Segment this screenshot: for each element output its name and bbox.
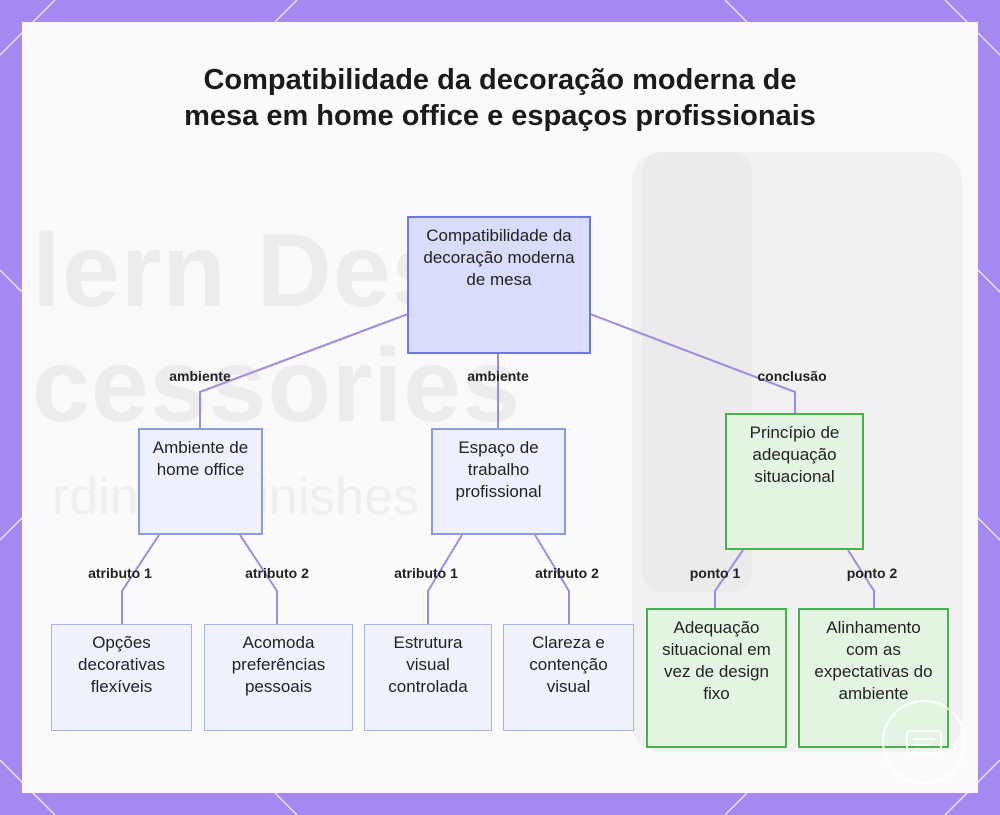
edge-root-principle: [590, 314, 795, 413]
node-home-office[interactable]: Ambiente de home office: [138, 428, 263, 535]
diagram-card: lern Desk cessories rdinary Finishes Com…: [22, 22, 978, 793]
node-principle-point-1-label: Adequação situacional em vez de design f…: [662, 617, 771, 705]
node-professional-workspace-label: Espaço de trabalho profissional: [445, 437, 552, 503]
edge-label-root-principle: conclusão: [757, 368, 826, 384]
edge-label-work-a1: atributo 1: [394, 565, 458, 581]
node-principle-point-1[interactable]: Adequação situacional em vez de design f…: [646, 608, 787, 748]
node-home-office-label: Ambiente de home office: [152, 437, 249, 481]
node-root-label: Compatibilidade da decoração moderna de …: [423, 225, 575, 291]
node-root[interactable]: Compatibilidade da decoração moderna de …: [407, 216, 591, 354]
node-home-attribute-2[interactable]: Acomoda preferências pessoais: [204, 624, 353, 731]
node-principle[interactable]: Princípio de adequação situacional: [725, 413, 864, 550]
node-principle-label: Princípio de adequação situacional: [743, 422, 846, 488]
edge-label-root-work: ambiente: [467, 368, 528, 384]
node-home-attribute-2-label: Acomoda preferências pessoais: [217, 632, 340, 698]
edge-label-home-a2: atributo 2: [245, 565, 309, 581]
edge-label-root-home: ambiente: [169, 368, 230, 384]
node-work-attribute-1-label: Estrutura visual controlada: [379, 632, 477, 698]
node-work-attribute-2-label: Clareza e contenção visual: [516, 632, 621, 698]
edge-label-work-a2: atributo 2: [535, 565, 599, 581]
edge-root-home: [200, 314, 408, 428]
node-principle-point-2-label: Alinhamento com as expectativas do ambie…: [814, 617, 933, 705]
edge-label-principle-p2: ponto 2: [847, 565, 898, 581]
node-home-attribute-1-label: Opções decorativas flexíveis: [64, 632, 179, 698]
node-professional-workspace[interactable]: Espaço de trabalho profissional: [431, 428, 566, 535]
node-work-attribute-2[interactable]: Clareza e contenção visual: [503, 624, 634, 731]
node-home-attribute-1[interactable]: Opções decorativas flexíveis: [51, 624, 192, 731]
node-work-attribute-1[interactable]: Estrutura visual controlada: [364, 624, 492, 731]
edge-label-principle-p1: ponto 1: [690, 565, 741, 581]
logo-badge-glyph: [897, 715, 951, 769]
edge-label-home-a1: atributo 1: [88, 565, 152, 581]
logo-badge-icon: [882, 700, 966, 784]
